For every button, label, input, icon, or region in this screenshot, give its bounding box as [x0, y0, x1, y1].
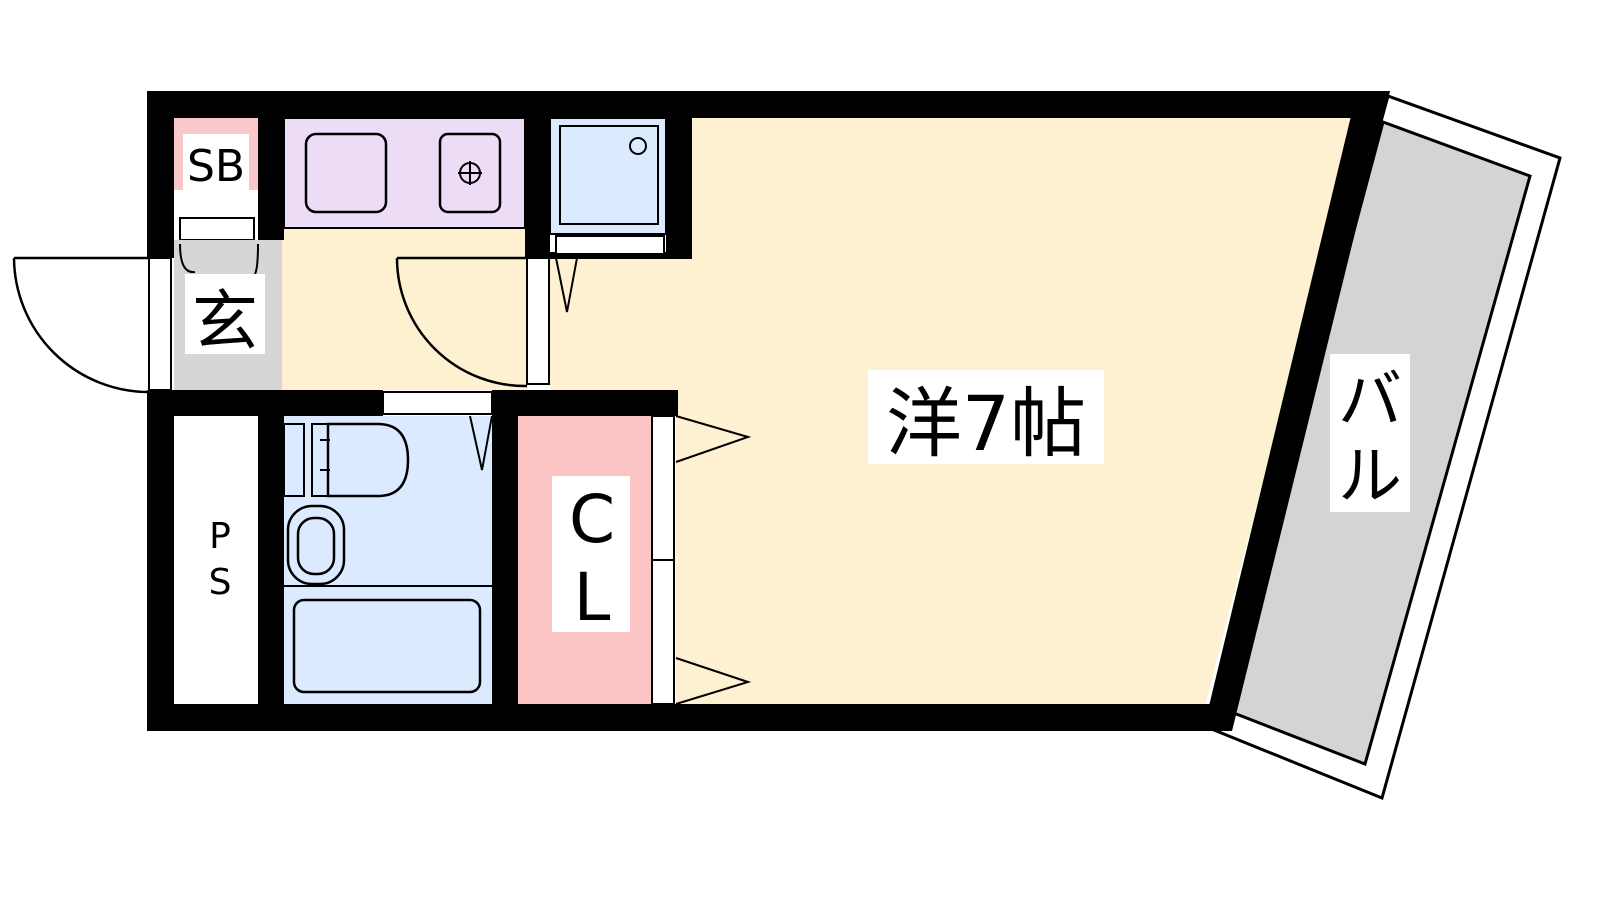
- interior-walls: [147, 118, 692, 731]
- bath-door[interactable]: [382, 391, 493, 471]
- bathroom-floor: [284, 416, 492, 704]
- western-room-label-bg: [868, 370, 1104, 464]
- closet-label-l: L: [574, 559, 611, 636]
- corridor-floor: [282, 228, 528, 390]
- pipe-space-label-s: S: [209, 562, 232, 603]
- sink-icon: [304, 132, 388, 214]
- western-room-label: 洋7帖: [886, 379, 1086, 468]
- closet-label-bg: [552, 476, 630, 632]
- pipe-space: [174, 416, 258, 704]
- outer-walls: [147, 91, 1390, 731]
- washing-machine-icon: [549, 117, 667, 255]
- balcony-label-ba: バ: [1338, 364, 1402, 438]
- closet-label-c: C: [569, 481, 615, 558]
- toilet-icon: [283, 422, 410, 498]
- shoe-box-label: SB: [187, 141, 245, 192]
- room-door[interactable]: [395, 256, 578, 388]
- washbasin-icon: [286, 504, 346, 586]
- kitchen-counter: [283, 117, 526, 229]
- front-door[interactable]: [12, 256, 172, 394]
- entrance-label: 玄: [192, 283, 258, 360]
- shoe-box-label-bg: [183, 134, 249, 192]
- pipe-space-label-p: P: [209, 516, 231, 557]
- balcony-label-ru: ル: [1338, 440, 1402, 514]
- closet-doors[interactable]: [651, 415, 752, 705]
- bathtub-icon: [292, 598, 482, 694]
- burner-icon: [438, 132, 502, 214]
- entrance-label-bg: [185, 274, 265, 354]
- balcony-label-bg: [1330, 354, 1410, 512]
